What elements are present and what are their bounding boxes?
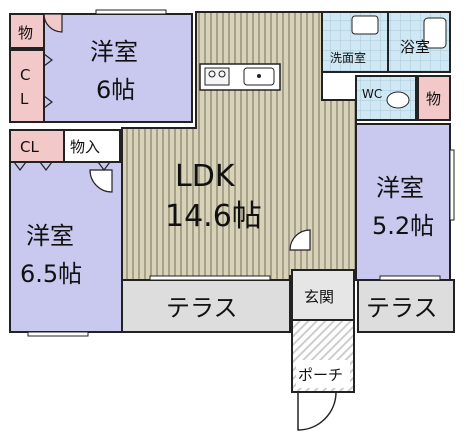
entrance-label: 玄関	[304, 288, 334, 306]
closet-c-label: C	[20, 66, 30, 84]
room-western-6-name: 洋室	[90, 38, 138, 66]
room-ldk-name: LDK	[175, 159, 236, 194]
terrace-left	[121, 279, 291, 333]
front-door-swing	[297, 391, 337, 431]
door-swing-ldk	[289, 229, 311, 251]
terrace-right-label: テラス	[366, 294, 438, 322]
closet-cl-vertical	[9, 49, 45, 123]
storage-right-label: 物	[426, 90, 441, 108]
storage-top-left	[9, 13, 45, 49]
window-bedroom52-side	[449, 149, 455, 221]
room-western-6	[43, 13, 193, 123]
washbasin-icon	[351, 15, 379, 35]
stove-icon	[204, 67, 230, 86]
bathtub-icon	[423, 17, 447, 49]
room-western-52	[355, 123, 451, 281]
closet-cl-label: CL	[20, 138, 39, 156]
wc-label: WC	[362, 87, 382, 101]
closet-l-label: L	[20, 90, 29, 108]
room-western-52-size: 5.2帖	[372, 212, 434, 240]
window-bedroom65	[27, 331, 89, 337]
bathroom-label: 浴室	[400, 38, 430, 56]
toilet-icon	[386, 91, 410, 109]
window-ldk-terrace	[149, 275, 271, 281]
door-swing-bedroom65	[89, 169, 113, 193]
terrace-right	[357, 279, 455, 333]
storage-top-label: 物	[18, 24, 33, 42]
terrace-left-label: テラス	[166, 294, 238, 322]
door-swing-storage	[43, 13, 63, 33]
room-western-6-size: 6帖	[96, 76, 135, 104]
window-top-bedroom6	[95, 9, 167, 15]
entrance	[291, 269, 355, 321]
room-western-52-name: 洋室	[376, 174, 424, 202]
room-western-65-name: 洋室	[26, 222, 74, 250]
storage-right	[417, 75, 451, 121]
washroom-label: 洗面室	[330, 50, 366, 65]
window-bedroom52	[379, 275, 441, 281]
storage-in-label: 物入	[70, 138, 100, 156]
porch-label: ポーチ	[298, 366, 343, 384]
room-ldk-size: 14.6帖	[165, 199, 262, 234]
room-western-65-size: 6.5帖	[20, 260, 82, 288]
